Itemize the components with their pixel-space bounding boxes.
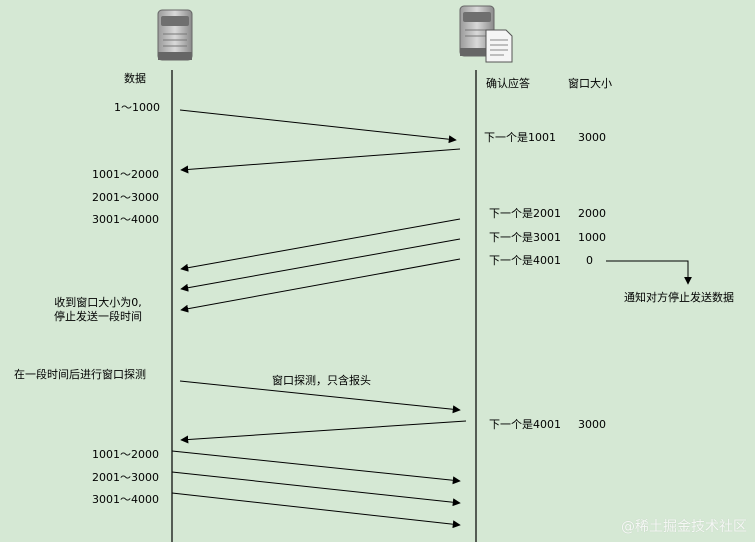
watermark: @稀土掘金技术社区 — [621, 519, 747, 535]
arrow-ack-1001 — [180, 148, 461, 174]
window-probe-note: 窗口探测，只含报头 — [272, 374, 371, 387]
left-server-icon — [157, 9, 193, 61]
notify-stop-note: 通知对方停止发送数据 — [624, 291, 734, 304]
data-label-1001-2000: 1001～2000 — [92, 168, 159, 181]
ack-column-label: 确认应答 — [486, 77, 530, 90]
window-label-2: 2000 — [578, 207, 606, 220]
data-label-1-1000: 1～1000 — [114, 101, 160, 114]
window-label-4: 0 — [586, 254, 593, 267]
arrow-data-2001-3000 — [171, 471, 461, 507]
data-label-1001-2000-resend: 1001～2000 — [92, 448, 159, 461]
arrow-notify-stop — [606, 260, 692, 285]
stop-sending-note: 收到窗口大小为0, 停止发送一段时间 — [54, 296, 142, 323]
right-server-document-icon — [459, 5, 513, 63]
data-label-3001-4000-resend: 3001～4000 — [92, 493, 159, 506]
window-label-3: 1000 — [578, 231, 606, 244]
arrow-data-3001-4000 — [171, 492, 461, 529]
window-label-1: 3000 — [578, 131, 606, 144]
ack-label-1: 下一个是1001 — [484, 131, 556, 144]
window-label-5: 3000 — [578, 418, 606, 431]
arrow-ack-4001-3000 — [180, 420, 467, 444]
ack-label-5: 下一个是4001 — [489, 418, 561, 431]
arrow-data-1001-2000 — [171, 450, 461, 485]
ack-label-3: 下一个是3001 — [489, 231, 561, 244]
probe-after-wait-note: 在一段时间后进行窗口探测 — [14, 368, 146, 381]
data-label-3001-4000: 3001～4000 — [92, 213, 159, 226]
ack-label-2: 下一个是2001 — [489, 207, 561, 220]
arrow-ack-3001 — [180, 238, 461, 292]
window-column-label: 窗口大小 — [568, 77, 612, 90]
ack-label-4: 下一个是4001 — [489, 254, 561, 267]
left-column-label: 数据 — [124, 72, 146, 85]
data-label-2001-3000-resend: 2001～3000 — [92, 471, 159, 484]
arrow-ack-4001-zero — [180, 258, 461, 313]
arrow-window-probe — [179, 380, 461, 414]
arrow-data-1-1000 — [179, 109, 457, 144]
arrow-ack-2001 — [180, 218, 461, 272]
data-label-2001-3000: 2001～3000 — [92, 191, 159, 204]
